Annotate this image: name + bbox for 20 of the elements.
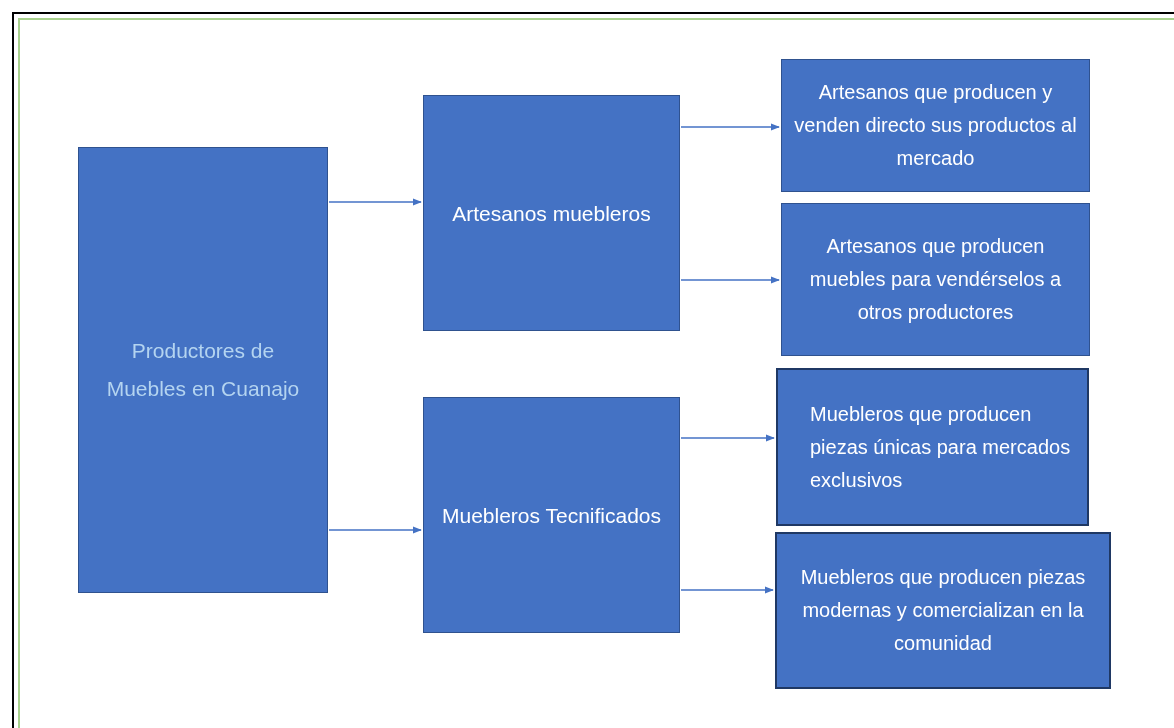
process-box [781, 203, 1090, 356]
process-box [781, 59, 1090, 192]
arrow [328, 198, 422, 206]
process-box [78, 147, 328, 593]
process-box [423, 95, 680, 331]
process-box [776, 368, 1089, 526]
arrow [680, 586, 774, 594]
box-text: Muebleros Tecnificados [440, 502, 663, 529]
box-text: Productores de Muebles en Cuanajo [105, 338, 301, 402]
box-text: Artesanos muebleros [451, 200, 652, 227]
process-box [423, 397, 680, 633]
arrow [680, 276, 780, 284]
box-text: Muebleros que producen piezas modernas y comercializan en la comunidad [799, 565, 1087, 656]
process-box [775, 532, 1111, 689]
box-text: Artesanos que producen y venden directo sus productos al mercado [794, 80, 1077, 171]
arrow [328, 526, 422, 534]
arrow [680, 123, 780, 131]
box-text: Muebleros que producen piezas únicas para mercados exclusivos [809, 401, 1072, 493]
arrow [680, 434, 775, 442]
box-text: Artesanos que producen muebles para vendérselos a otros productores [808, 234, 1063, 325]
